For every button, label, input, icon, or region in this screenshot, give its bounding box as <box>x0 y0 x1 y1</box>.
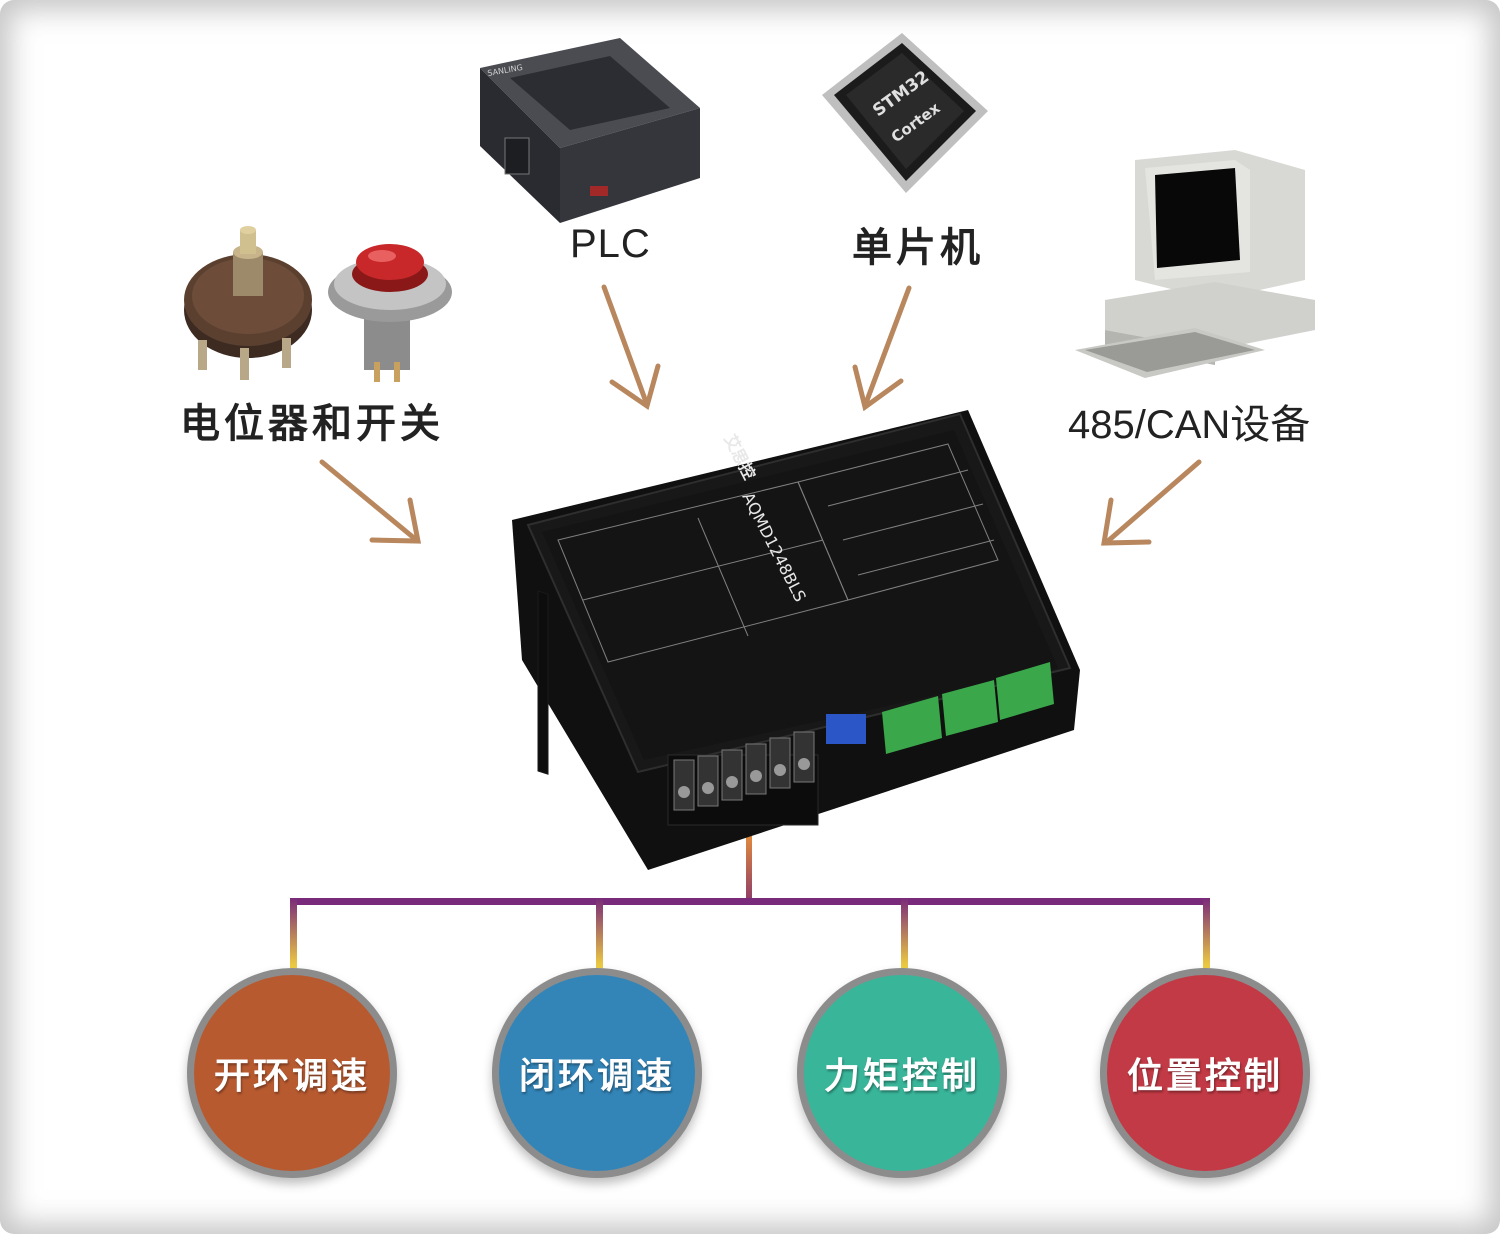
mode-label-open-loop: 开环调速 <box>213 1055 370 1097</box>
mode-circle-closed-loop: 闭环调速 <box>492 968 702 1178</box>
input-label-mcu: 单片机 <box>852 224 984 271</box>
tree-drop-1 <box>290 898 297 968</box>
tree-drop-2 <box>596 898 603 968</box>
arrow-pot-to-driver <box>319 459 422 544</box>
mode-circle-position: 位置控制 <box>1100 968 1310 1178</box>
computer-image <box>1075 150 1315 378</box>
plc-image: SANLING <box>480 38 700 223</box>
mode-label-closed-loop: 闭环调速 <box>518 1055 675 1097</box>
mode-circle-torque: 力矩控制 <box>797 968 1007 1178</box>
input-label-pot-switch: 电位器和开关 <box>180 400 444 447</box>
input-label-plc: PLC <box>570 222 651 266</box>
motor-driver-image: 艾思控 AQMD1248BLS <box>512 410 1080 870</box>
arrow-mcu-to-driver <box>852 285 912 412</box>
input-label-bus: 485/CAN设备 <box>1068 403 1311 447</box>
mode-label-position: 位置控制 <box>1126 1055 1283 1097</box>
tree-drop-3 <box>901 898 908 968</box>
tree-bar <box>290 898 1210 905</box>
tree-stem <box>746 830 752 904</box>
mode-label-torque: 力矩控制 <box>823 1055 980 1097</box>
tree-drop-4 <box>1203 898 1210 968</box>
mcu-chip-image: STM32 Cortex <box>822 33 988 193</box>
arrow-plc-to-driver <box>601 284 661 411</box>
arrow-bus-to-driver <box>1101 459 1202 546</box>
potentiometer-and-switch-image <box>184 226 452 382</box>
mode-circle-open-loop: 开环调速 <box>187 968 397 1178</box>
